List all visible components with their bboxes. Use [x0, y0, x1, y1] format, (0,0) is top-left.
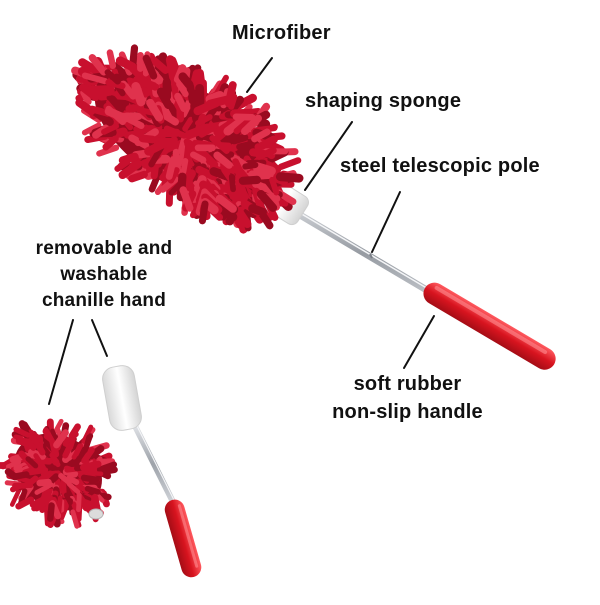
- leader-removable-left: [49, 320, 73, 404]
- label-removable-head: removable and washable chanille hand: [4, 236, 204, 314]
- label-shaping-sponge: shaping sponge: [305, 90, 461, 113]
- label-steel-telescopic-pole: steel telescopic pole: [340, 155, 540, 178]
- small-sponge: [101, 364, 144, 433]
- leader-removable-right: [92, 320, 107, 356]
- steel-telescopic-pole: [300, 213, 430, 292]
- leader-pole: [372, 192, 400, 252]
- microfiber-head: [72, 41, 299, 234]
- soft-rubber-handle: [419, 279, 559, 374]
- label-removable-line-1: removable and: [4, 236, 204, 262]
- label-microfiber: Microfiber: [232, 22, 331, 45]
- leader-microfiber: [247, 58, 272, 92]
- leader-handle: [404, 316, 434, 368]
- label-removable-line-3: chanille hand: [4, 288, 204, 314]
- label-handle-line-2: non-slip handle: [300, 398, 515, 426]
- label-removable-line-2: washable: [4, 262, 204, 288]
- label-handle-line-1: soft rubber: [300, 370, 515, 398]
- label-soft-rubber-handle: soft rubber non-slip handle: [300, 370, 515, 426]
- small-rubber-handle: [162, 497, 203, 579]
- chenille-head-icon: [0, 419, 116, 527]
